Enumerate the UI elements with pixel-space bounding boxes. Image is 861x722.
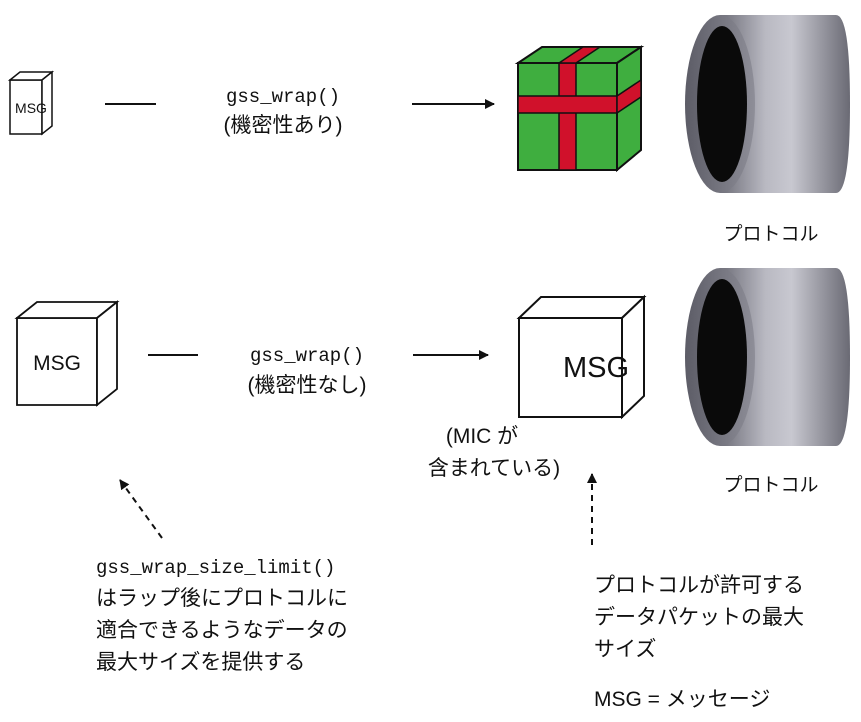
bottom-msg-box	[14, 300, 120, 407]
size-limit-dashed-arrow	[119, 479, 163, 539]
size-limit-function: gss_wrap_size_limit()	[96, 557, 335, 579]
top-protocol-label: プロトコル	[723, 223, 818, 245]
wrapped-msg-label: MSG	[563, 352, 629, 384]
encrypted-package-icon	[514, 45, 645, 173]
top-mode-label: (機密性あり)	[224, 114, 343, 137]
protocol-max-line1: プロトコルが許可する	[594, 574, 804, 597]
size-limit-line2: 適合できるようなデータの	[96, 619, 348, 642]
wrapped-msg-box	[516, 294, 647, 420]
size-limit-line1: はラップ後にプロトコルに	[96, 587, 348, 610]
top-protocol-cylinder	[685, 15, 850, 193]
bottom-protocol-cylinder	[685, 268, 850, 446]
top-msg-label: MSG	[15, 100, 47, 116]
msg-legend: MSG = メッセージ	[594, 688, 770, 711]
mic-note-line2: 含まれている)	[428, 457, 560, 480]
protocol-max-line3: サイズ	[594, 638, 656, 661]
bottom-msg-label: MSG	[33, 352, 81, 375]
bottom-mode-label: (機密性なし)	[248, 374, 367, 397]
top-function-label: gss_wrap()	[226, 86, 340, 108]
top-msg-box	[7, 70, 55, 136]
size-limit-line3: 最大サイズを提供する	[96, 651, 305, 674]
bottom-protocol-label: プロトコル	[723, 474, 818, 496]
mic-note-line1: (MIC が	[446, 425, 518, 448]
bottom-function-label: gss_wrap()	[250, 345, 364, 367]
protocol-max-line2: データパケットの最大	[594, 606, 804, 629]
